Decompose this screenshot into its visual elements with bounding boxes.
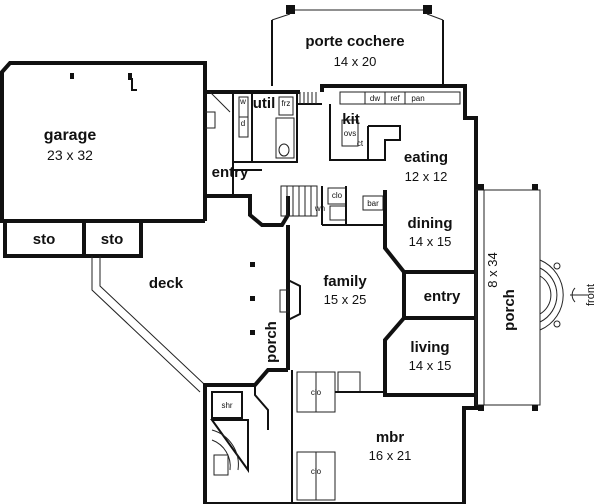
room-dim-mbr: 16 x 21: [369, 448, 412, 463]
fixture-clo-hall: clo: [332, 191, 343, 200]
room-dim-garage: 23 x 32: [47, 147, 93, 163]
room-dim-porch-front: 8 x 34: [485, 252, 500, 287]
room-name-util: util: [253, 95, 276, 112]
room-name-entry-garage: entry: [212, 164, 249, 181]
garage: [0, 61, 207, 223]
storage: [3, 219, 143, 258]
dining-walls: [383, 190, 476, 274]
room-name-porte-cochere: porte cochere: [305, 33, 404, 50]
living-walls: [383, 316, 476, 397]
room-name-entry-main: entry: [424, 288, 461, 305]
fixture-shr: shr: [221, 401, 232, 410]
fixture-ref: ref: [390, 94, 400, 103]
room-name-mbr: mbr: [376, 429, 405, 446]
fixture-ovs: ovs: [344, 129, 356, 138]
fixture-wh: wh: [314, 204, 325, 213]
front-porch: [475, 184, 588, 411]
room-name-eating: eating: [404, 149, 448, 166]
fixture-clo-mbr-bottom: clo: [311, 467, 322, 476]
room-name-living: living: [410, 339, 449, 356]
room-name-sto-left: sto: [33, 231, 56, 248]
deck: [91, 256, 255, 393]
room-name-porch-side: porch: [263, 321, 280, 363]
room-dim-porte-cochere: 14 x 20: [334, 54, 377, 69]
fixture-ct: ct: [357, 139, 364, 148]
fireplace: [279, 278, 301, 322]
room-dim-dining: 14 x 15: [409, 234, 452, 249]
room-name-sto-right: sto: [101, 231, 124, 248]
room-name-garage: garage: [44, 127, 97, 144]
room-dim-family: 15 x 25: [324, 292, 367, 307]
fixture-d: d: [241, 119, 245, 128]
fixture-bar: bar: [367, 199, 379, 208]
master-suite: [203, 370, 464, 504]
room-dim-living: 14 x 15: [409, 358, 452, 373]
room-dim-eating: 12 x 12: [405, 169, 448, 184]
room-name-kit: kit: [342, 111, 360, 128]
fixture-w: w: [239, 97, 246, 106]
room-name-family: family: [323, 273, 367, 290]
fixture-frz: frz: [282, 99, 291, 108]
porte-cochere: [271, 5, 444, 86]
fixture-dw: dw: [370, 94, 380, 103]
stairs: [299, 92, 317, 104]
room-name-dining: dining: [408, 215, 453, 232]
util-kitchen: [205, 91, 461, 217]
room-name-porch-front: porch: [501, 289, 518, 331]
fixture-pan: pan: [411, 94, 424, 103]
room-name-deck: deck: [149, 275, 184, 292]
fixture-clo-mbr-top: clo: [311, 388, 322, 397]
entry-stairs: [280, 185, 318, 217]
front-label: front: [585, 284, 597, 306]
